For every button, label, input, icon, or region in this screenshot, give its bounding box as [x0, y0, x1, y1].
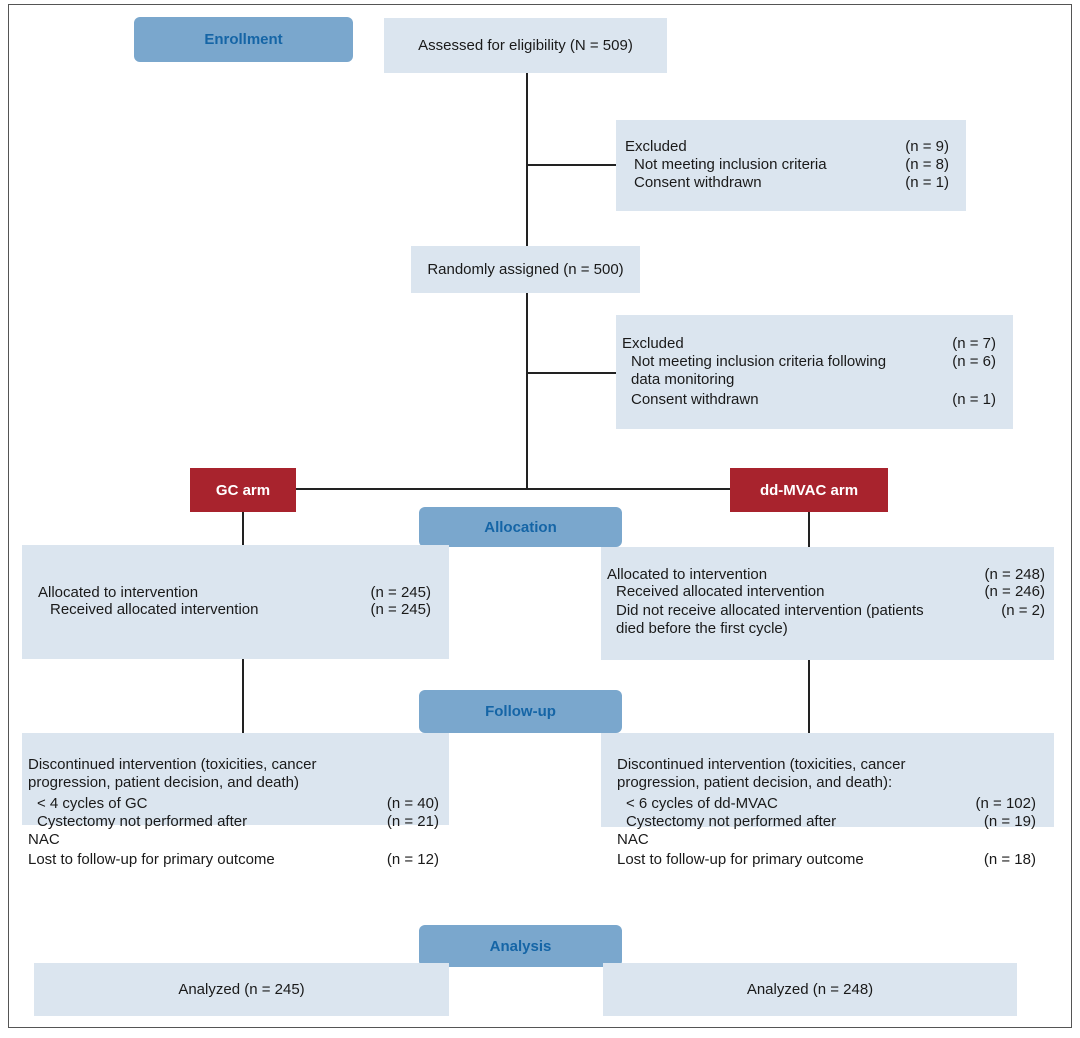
mvac-allocated-count: (n = 248): [984, 566, 1045, 583]
excluded-count: (n = 9): [905, 138, 949, 155]
gc-followup-box: Discontinued intervention (toxicities, c…: [22, 733, 449, 830]
mvac-cystectomy-label: Cystectomy not performed after: [626, 813, 837, 830]
connector-mvac-alloc: [808, 512, 810, 547]
excluded-item: Not meeting inclusion criteria following: [631, 353, 887, 370]
excluded-item-count: (n = 1): [952, 391, 996, 408]
mvac-cystectomy-label-continued: NAC: [617, 831, 649, 848]
connector-arms-horizontal: [296, 488, 730, 490]
mvac-allocation-box: Allocated to intervention (n = 248) Rece…: [601, 547, 1054, 660]
mvac-arm-label: dd-MVAC arm: [730, 468, 888, 512]
stage-followup: Follow-up: [419, 690, 622, 733]
mvac-discontinued-label: Discontinued intervention (toxicities, c…: [617, 756, 906, 773]
diagram-frame: [8, 4, 1072, 1028]
mvac-allocated-label: Allocated to intervention: [607, 566, 768, 583]
gc-lost-label: Lost to follow-up for primary outcome: [28, 851, 275, 868]
excluded-item-count: (n = 1): [905, 174, 949, 191]
mvac-not-received-label-continued: died before the first cycle): [616, 620, 788, 637]
gc-lost-count: (n = 12): [386, 851, 439, 868]
excluded-item: Consent withdrawn: [631, 391, 759, 408]
connector-excluded1: [527, 164, 617, 166]
randomized-box: Randomly assigned (n = 500): [411, 246, 640, 293]
excluded-box-2: Excluded (n = 7) Not meeting inclusion c…: [616, 315, 1013, 429]
mvac-not-received-label: Did not receive allocated intervention (…: [616, 602, 924, 619]
gc-arm-label: GC arm: [190, 468, 296, 512]
connector-gc-alloc: [242, 512, 244, 545]
mvac-discontinued-label-continued: progression, patient decision, and death…: [617, 774, 893, 791]
mvac-received-label: Received allocated intervention: [616, 583, 825, 600]
excluded-title: Excluded: [625, 138, 687, 155]
excluded-item-count: (n = 6): [952, 353, 996, 370]
stage-allocation: Allocation: [419, 507, 622, 547]
gc-discontinued-label: Discontinued intervention (toxicities, c…: [28, 756, 317, 773]
connector-excluded2: [527, 372, 617, 374]
excluded-title: Excluded: [622, 335, 684, 352]
gc-received-count: (n = 245): [370, 601, 431, 618]
gc-allocated-label: Allocated to intervention: [38, 584, 199, 601]
excluded-box-1: Excluded (n = 9) Not meeting inclusion c…: [616, 120, 966, 211]
mvac-followup-box: Discontinued intervention (toxicities, c…: [601, 733, 1054, 830]
connector-mvac-follow: [808, 660, 810, 733]
gc-cystectomy-label-continued: NAC: [28, 831, 60, 848]
mvac-cystectomy-count: (n = 19): [983, 813, 1036, 830]
excluded-item-count: (n = 8): [905, 156, 949, 173]
gc-cystectomy-label: Cystectomy not performed after: [37, 813, 248, 830]
mvac-lost-label: Lost to follow-up for primary outcome: [617, 851, 864, 868]
mvac-not-received-count: (n = 2): [1001, 602, 1045, 619]
excluded-item: Not meeting inclusion criteria: [634, 156, 827, 173]
stage-enrollment: Enrollment: [134, 17, 353, 62]
gc-discontinued-label-continued: progression, patient decision, and death…: [28, 774, 300, 791]
gc-analysis-box: Analyzed (n = 245): [34, 963, 449, 1016]
stage-analysis: Analysis: [419, 925, 622, 967]
connector-main-trunk-top: [526, 73, 528, 263]
gc-cycles-label: < 4 cycles of GC: [37, 795, 148, 812]
mvac-cycles-label: < 6 cycles of dd-MVAC: [626, 795, 778, 812]
gc-allocation-box: Allocated to intervention (n = 245) Rece…: [22, 545, 449, 659]
excluded-item: Consent withdrawn: [634, 174, 762, 191]
gc-received-label: Received allocated intervention: [50, 601, 259, 618]
mvac-cycles-count: (n = 102): [975, 795, 1036, 812]
connector-main-trunk-bottom: [526, 293, 528, 489]
mvac-lost-count: (n = 18): [983, 851, 1036, 868]
gc-allocated-count: (n = 245): [370, 584, 431, 601]
mvac-received-count: (n = 246): [984, 583, 1045, 600]
excluded-count: (n = 7): [952, 335, 996, 352]
excluded-item-continued: data monitoring: [631, 371, 735, 388]
gc-cycles-count: (n = 40): [386, 795, 439, 812]
gc-cystectomy-count: (n = 21): [386, 813, 439, 830]
connector-gc-follow: [242, 659, 244, 733]
mvac-analysis-box: Analyzed (n = 248): [603, 963, 1017, 1016]
assessed-box: Assessed for eligibility (N = 509): [384, 18, 667, 73]
